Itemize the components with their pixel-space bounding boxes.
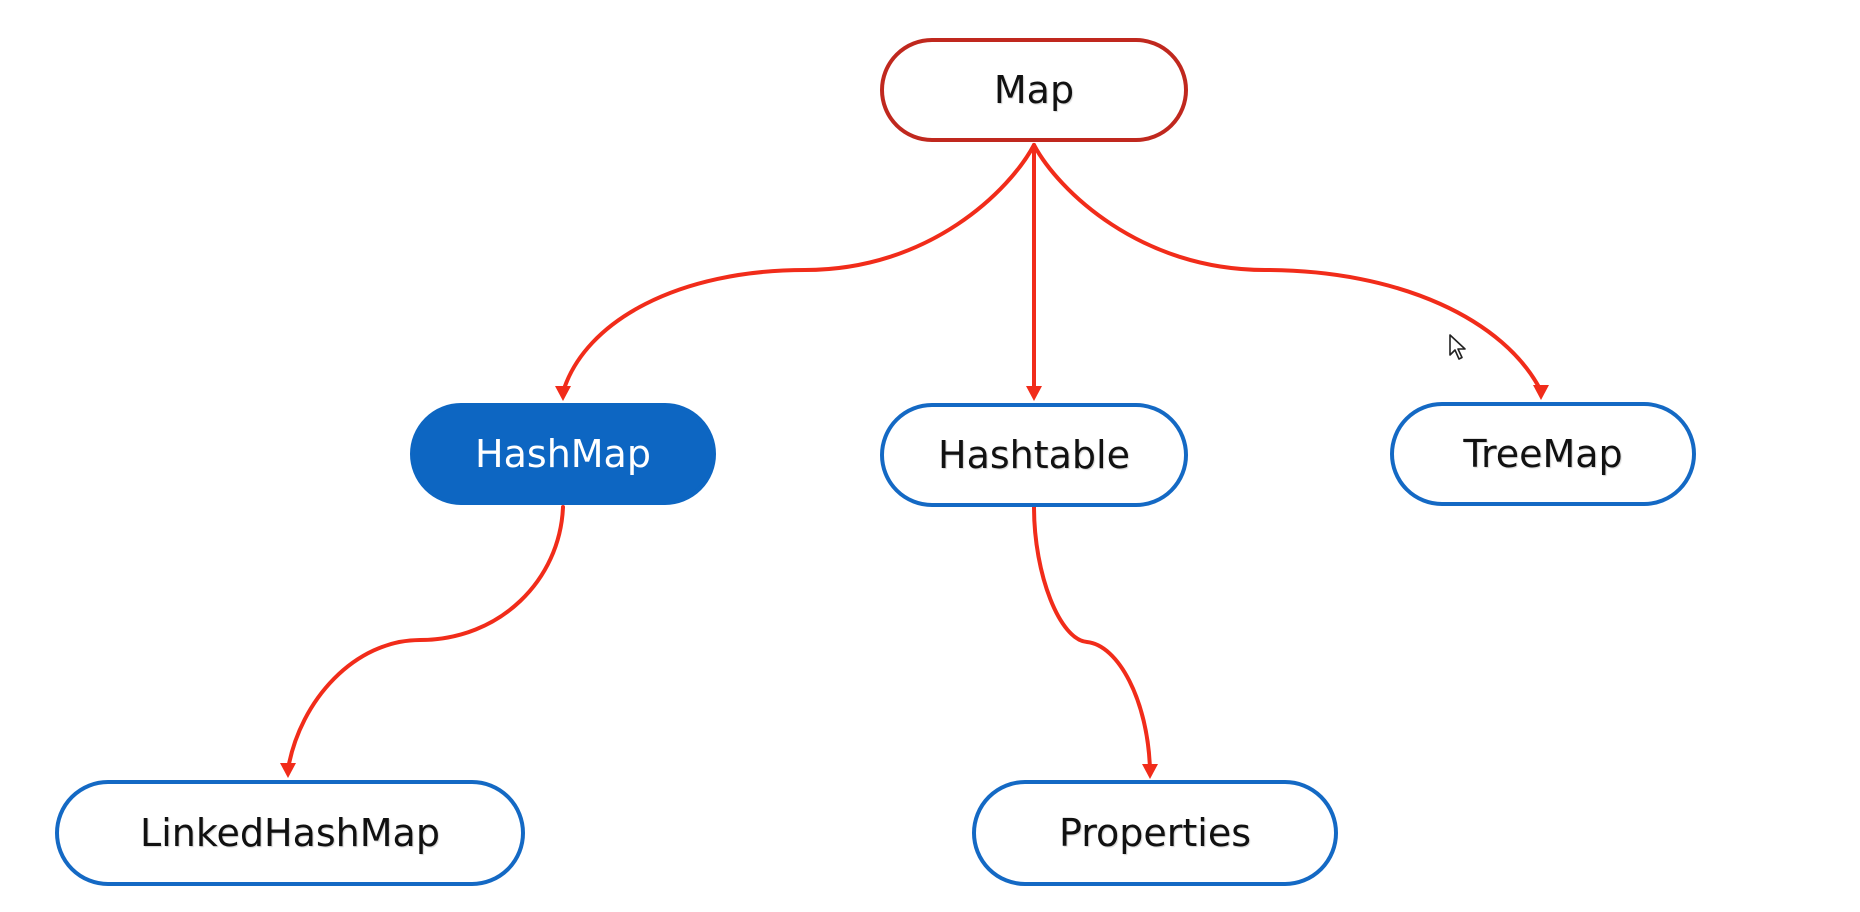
edge-hashmap-linkedhashmap bbox=[280, 505, 565, 778]
node-hashmap: HashMap bbox=[410, 403, 716, 505]
edge-map-hashtable bbox=[1026, 143, 1042, 401]
node-hashtable: Hashtable bbox=[880, 403, 1188, 507]
node-treemap: TreeMap bbox=[1390, 402, 1696, 506]
edge-map-treemap bbox=[1032, 143, 1549, 400]
node-linkedhashmap-label: LinkedHashMap bbox=[140, 811, 440, 855]
node-hashmap-label: HashMap bbox=[475, 432, 651, 476]
edge-map-hashmap bbox=[555, 143, 1036, 401]
node-linkedhashmap: LinkedHashMap bbox=[55, 780, 525, 886]
node-map-label: Map bbox=[993, 68, 1075, 112]
edge-hashtable-properties bbox=[1032, 505, 1158, 779]
node-properties: Properties bbox=[972, 780, 1338, 886]
node-map: Map bbox=[880, 38, 1188, 142]
node-hashtable-label: Hashtable bbox=[938, 433, 1130, 477]
node-treemap-label: TreeMap bbox=[1463, 432, 1623, 476]
mouse-pointer-icon bbox=[1449, 334, 1466, 360]
node-properties-label: Properties bbox=[1058, 811, 1252, 855]
